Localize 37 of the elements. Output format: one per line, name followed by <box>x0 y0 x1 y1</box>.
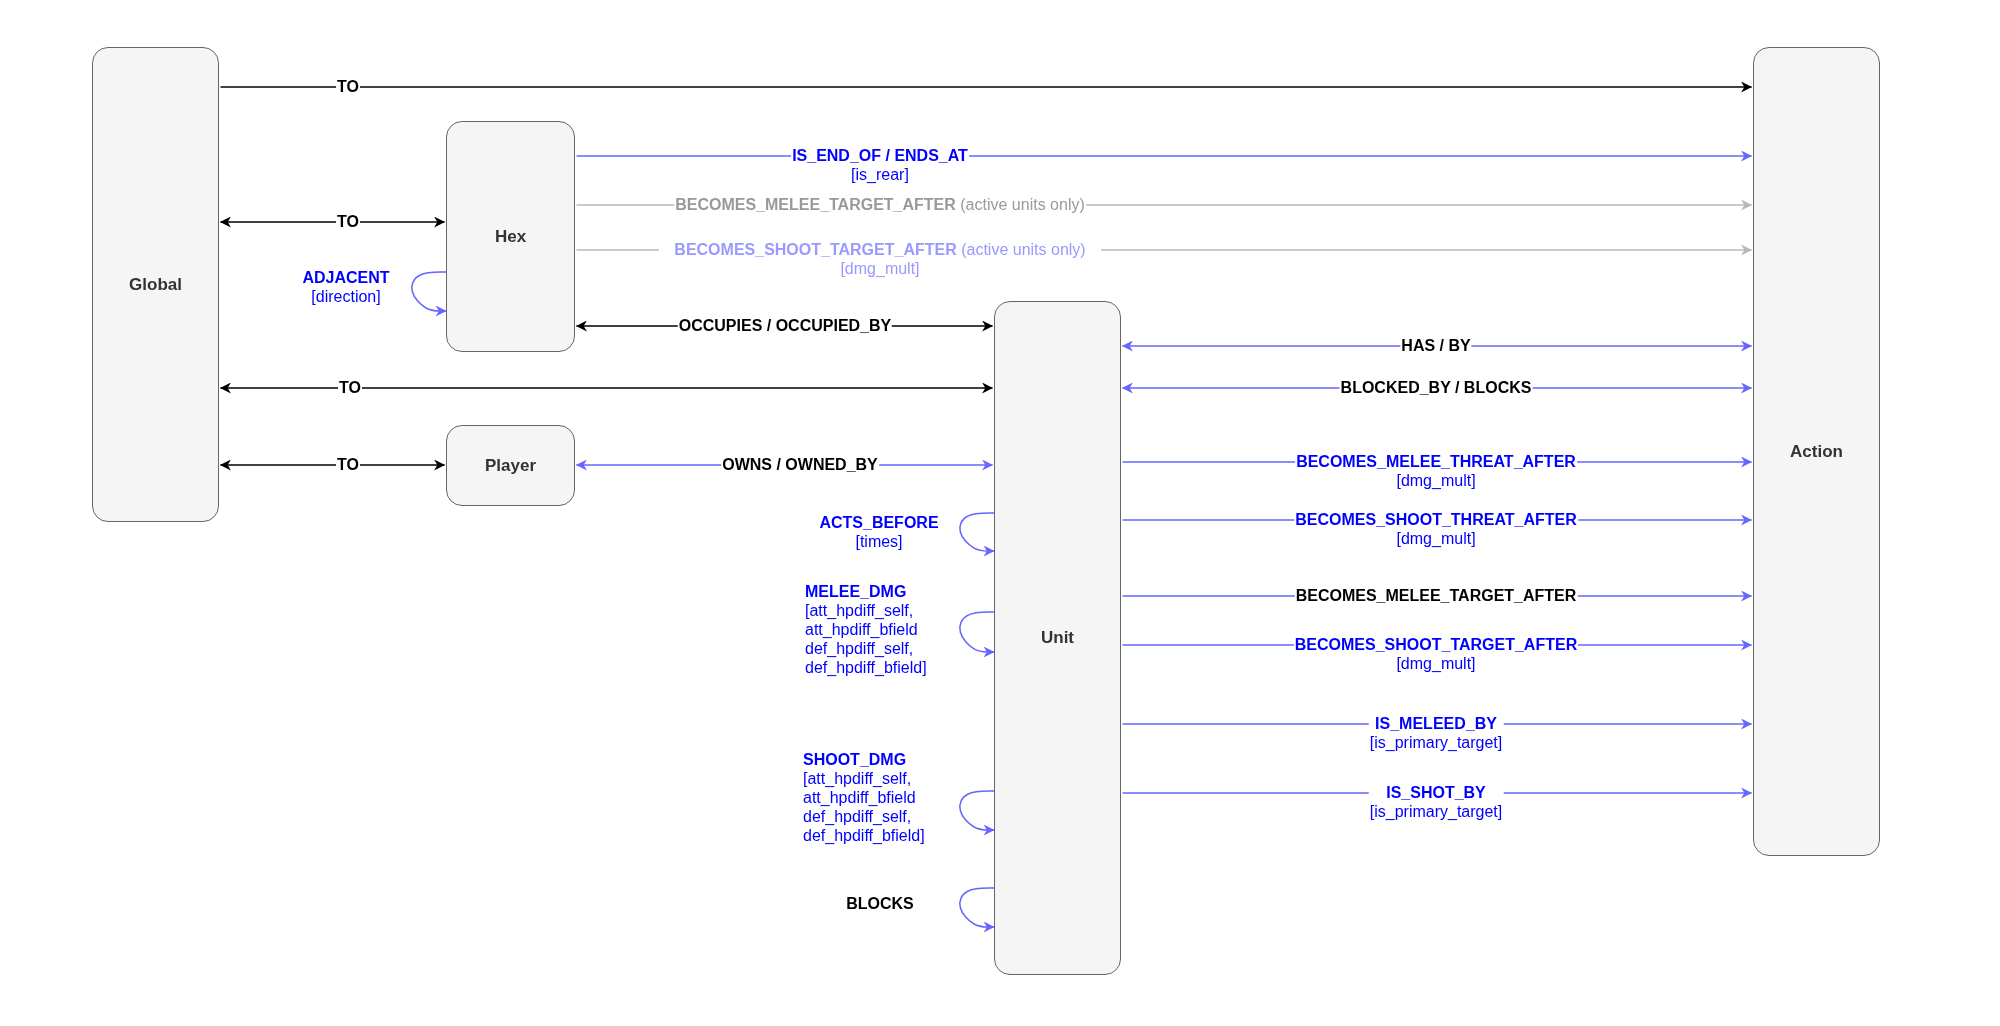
entity-box <box>994 301 1121 975</box>
edge-label: BLOCKS <box>845 894 915 913</box>
arrow <box>1121 340 1753 352</box>
arrow <box>219 382 994 394</box>
entity-box <box>92 47 219 522</box>
arrow <box>959 887 995 933</box>
arrow <box>219 216 446 228</box>
node-label: Hex <box>494 226 527 247</box>
edge-label: BECOMES_SHOOT_TARGET_AFTER (active units only) [dmg_mult] <box>659 240 1101 278</box>
node-label: Action <box>1790 441 1843 462</box>
edge-label: BECOMES_SHOOT_THREAT_AFTER [dmg_mult] <box>1294 510 1578 548</box>
edge-label: BECOMES_MELEE_TARGET_AFTER <box>1294 586 1578 605</box>
edge-label: IS_END_OF / ENDS_AT [is_rear] <box>791 146 969 184</box>
edge-label: BECOMES_MELEE_THREAT_AFTER [dmg_mult] <box>1295 452 1577 490</box>
edge-label: SHOOT_DMG [att_hpdiff_self, att_hpdiff_bfield def_hpdiff_self, def_hpdiff_bfield] <box>802 750 926 845</box>
arrow <box>411 271 447 317</box>
edge-label: BECOMES_SHOOT_TARGET_AFTER [dmg_mult] <box>1293 635 1579 673</box>
entity-box <box>1753 47 1880 856</box>
entity-box <box>446 425 575 506</box>
edge-label: ACTS_BEFORE [times] <box>818 513 940 551</box>
edge-label: BECOMES_MELEE_TARGET_AFTER (active units only) <box>674 195 1086 214</box>
entity-box <box>446 121 575 352</box>
edge-label: MELEE_DMG [att_hpdiff_self, att_hpdiff_bfield def_hpdiff_self, def_hpdiff_bfield] <box>804 582 928 677</box>
node-label: Unit <box>1040 628 1074 648</box>
edge-label: IS_SHOT_BY [is_primary_target] <box>1368 783 1504 821</box>
arrow <box>219 81 1753 93</box>
edge-label: OWNS / OWNED_BY <box>721 455 879 474</box>
edge-label: ADJACENT [direction] <box>301 268 391 306</box>
arrow <box>959 611 995 658</box>
arrow <box>959 790 995 836</box>
node-label: Global <box>129 274 182 295</box>
edge-label: BLOCKED_BY / BLOCKS <box>1339 378 1533 397</box>
arrow <box>959 512 995 557</box>
arrow <box>219 459 446 471</box>
edge-label: IS_MELEED_BY [is_primary_target] <box>1368 714 1504 752</box>
edge-label: OCCUPIES / OCCUPIED_BY <box>677 316 893 335</box>
node-label: Player <box>484 455 536 476</box>
